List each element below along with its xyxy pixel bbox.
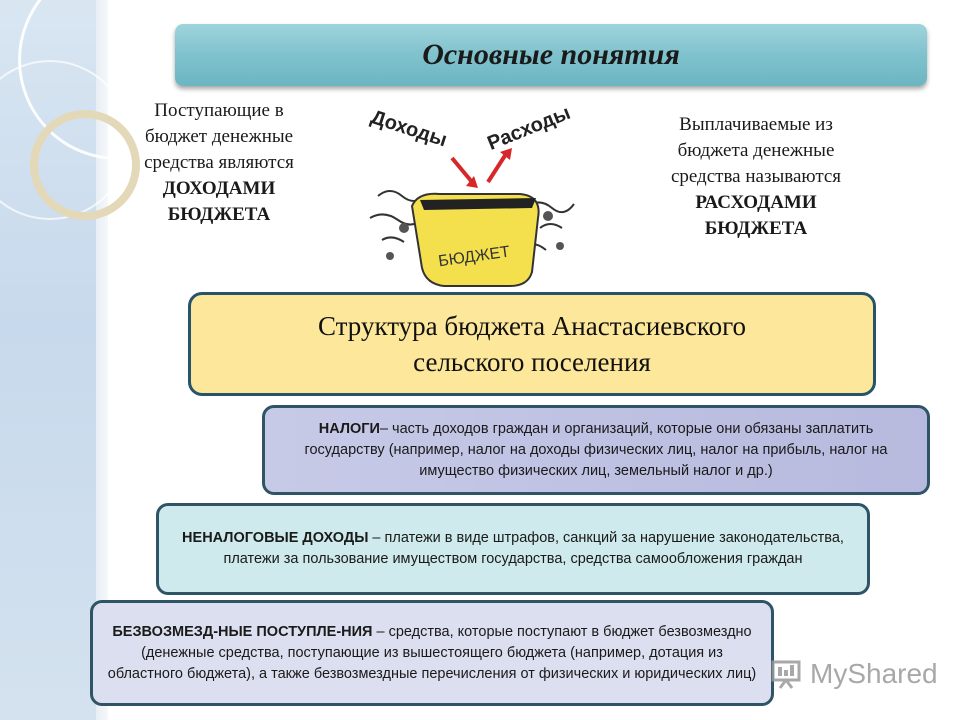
income-line: Поступающие в — [154, 100, 284, 121]
expense-line: Выплачиваемые из — [679, 114, 833, 135]
decorative-sidebar — [0, 0, 218, 720]
nontax-term: НЕНАЛОГОВЫЕ ДОХОДЫ — [182, 530, 369, 546]
expense-term: БЮДЖЕТА — [704, 218, 808, 239]
slide-title-banner: Основные понятия — [175, 24, 927, 86]
presentation-icon — [771, 660, 801, 689]
income-line: бюджет денежные — [144, 126, 294, 147]
nontax-income-box: НЕНАЛОГОВЫЕ ДОХОДЫ – платежи в виде штра… — [156, 503, 870, 595]
taxes-term: НАЛОГИ — [318, 420, 380, 437]
decorative-ring — [30, 110, 140, 220]
structure-title-line: сельского поселения — [413, 347, 651, 377]
structure-title-box: Структура бюджета Анастасиевского сельск… — [188, 292, 876, 396]
taxes-text: – часть доходов граждан и организаций, к… — [304, 420, 888, 479]
gratuitous-text: – средства, которые поступают в бюджет б… — [107, 623, 757, 682]
taxes-definition: НАЛОГИ– часть доходов граждан и организа… — [277, 419, 915, 482]
expense-term: РАСХОДАМИ — [695, 192, 817, 213]
gratuitous-receipts-box: БЕЗВОЗМЕЗД-НЫЕ ПОСТУПЛЕ-НИЯ – средства, … — [90, 600, 774, 706]
watermark: MyShared — [770, 654, 938, 694]
slide-title: Основные понятия — [422, 38, 680, 71]
structure-title-line: Структура бюджета Анастасиевского — [318, 311, 746, 341]
expense-line: средства называются — [670, 166, 842, 187]
taxes-box: НАЛОГИ– часть доходов граждан и организа… — [262, 405, 930, 495]
income-definition: Поступающие в бюджет денежные средства я… — [108, 98, 330, 228]
structure-title: Структура бюджета Анастасиевского сельск… — [318, 308, 746, 380]
income-line: средства являются — [144, 152, 294, 173]
nontax-definition: НЕНАЛОГОВЫЕ ДОХОДЫ – платежи в виде штра… — [171, 528, 855, 570]
income-term: БЮДЖЕТА — [167, 204, 271, 225]
expense-line: бюджета денежные — [677, 140, 835, 161]
watermark-text: MyShared — [810, 658, 938, 689]
nontax-text: – платежи в виде штрафов, санкций за нар… — [223, 530, 844, 567]
budget-illustration: Доходы Расходы БЮДЖЕТ — [360, 96, 588, 292]
expense-definition: Выплачиваемые из бюджета денежные средст… — [628, 112, 884, 242]
gratuitous-definition: БЕЗВОЗМЕЗД-НЫЕ ПОСТУПЛЕ-НИЯ – средства, … — [105, 622, 759, 685]
gratuitous-term: БЕЗВОЗМЕЗД-НЫЕ ПОСТУПЛЕ-НИЯ — [112, 623, 373, 640]
income-term: ДОХОДАМИ — [162, 178, 276, 199]
